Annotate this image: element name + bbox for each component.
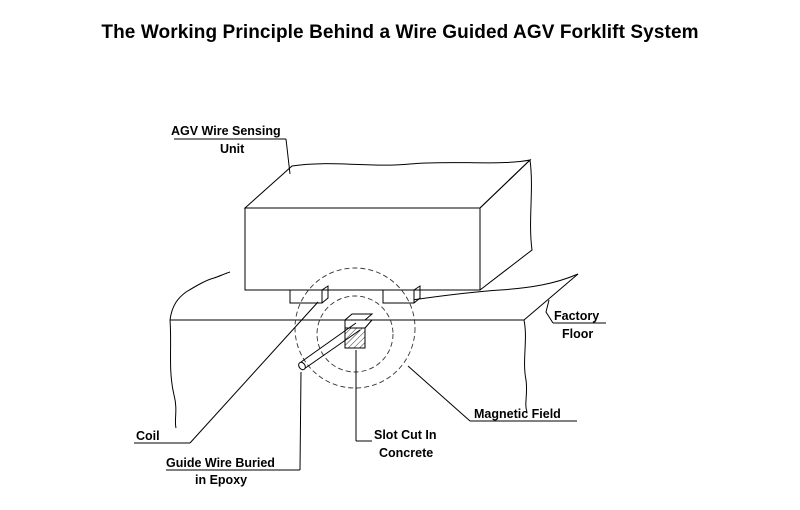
- label-magnetic-field: Magnetic Field: [474, 407, 561, 421]
- label-factory-floor-line1: Factory: [554, 309, 599, 323]
- label-slot-line2: Concrete: [379, 446, 433, 460]
- label-slot-line1: Slot Cut In: [374, 428, 437, 442]
- label-guide-wire-line1: Guide Wire Buried: [166, 456, 275, 470]
- leader-lines: [134, 138, 606, 471]
- label-guide-wire-line2: in Epoxy: [195, 473, 247, 487]
- factory-floor: [169, 271, 579, 429]
- slot-in-concrete: [344, 313, 374, 349]
- label-sensing-unit-line1: AGV Wire Sensing: [171, 124, 281, 138]
- coil-pads: [289, 285, 421, 304]
- label-sensing-unit-line2: Unit: [220, 142, 245, 156]
- guide-wire: [298, 322, 361, 371]
- label-factory-floor-line2: Floor: [562, 327, 593, 341]
- diagram-title: The Working Principle Behind a Wire Guid…: [101, 22, 699, 43]
- label-coil: Coil: [136, 429, 160, 443]
- sensing-unit-box: [243, 158, 533, 291]
